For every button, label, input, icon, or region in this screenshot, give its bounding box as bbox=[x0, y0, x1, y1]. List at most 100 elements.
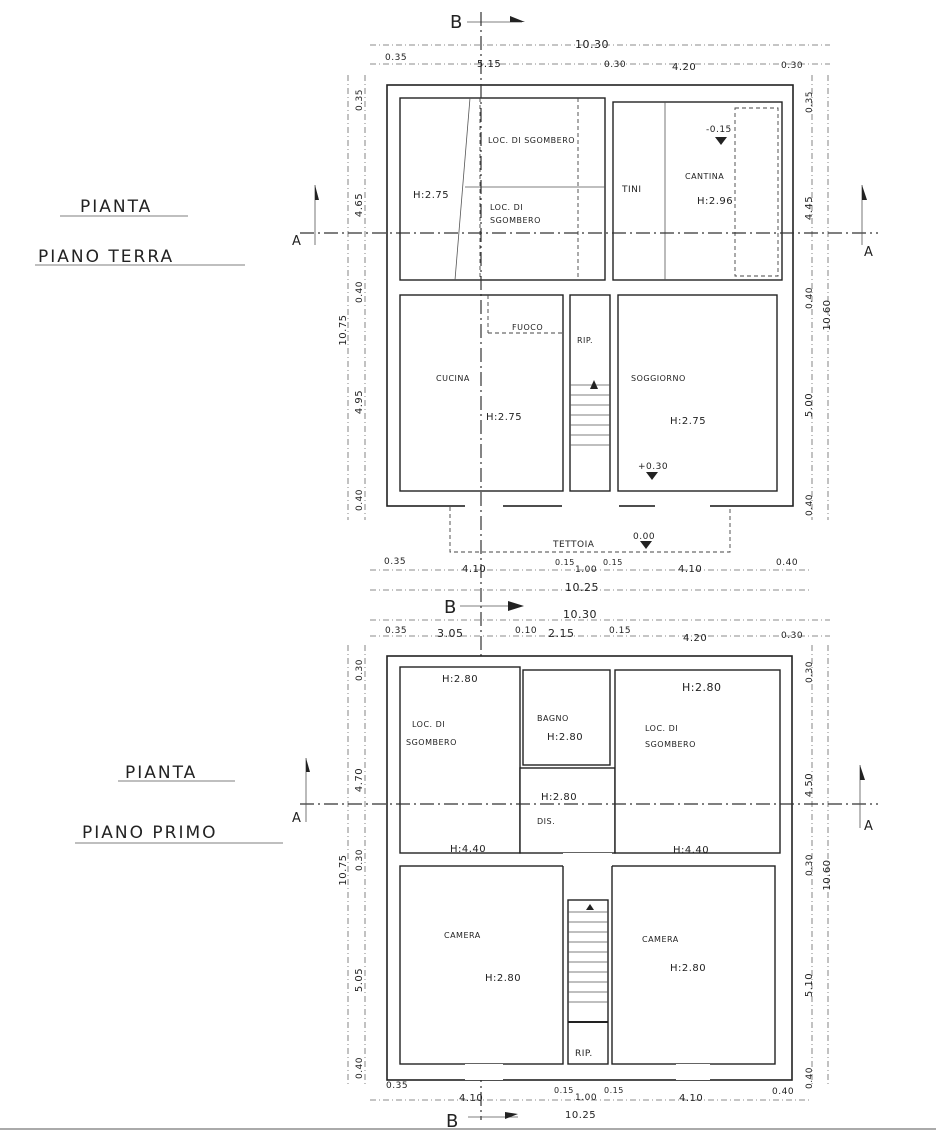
room-label: LOC. DI bbox=[490, 203, 523, 212]
dimension-label: 10.60 bbox=[822, 859, 833, 890]
level-marker-icon bbox=[646, 472, 658, 480]
level-label: +0.30 bbox=[638, 462, 668, 472]
section-a-label: A bbox=[864, 245, 873, 260]
dimension-label: 0.35 bbox=[385, 626, 407, 636]
room-label: LOC. DI bbox=[412, 720, 445, 729]
room-label: FUOCO bbox=[512, 323, 543, 332]
dimension-label: 0.30 bbox=[805, 661, 815, 683]
first-floor-plan bbox=[75, 619, 878, 1119]
room-soggiorno bbox=[617, 294, 778, 492]
room-loc-sgombero-right bbox=[614, 669, 781, 854]
stair-rip bbox=[569, 294, 611, 492]
dimension-label: 4.10 bbox=[459, 1093, 483, 1104]
room-label: CUCINA bbox=[436, 374, 470, 383]
room-label: BAGNO bbox=[537, 714, 569, 723]
dimension-label: 1.00 bbox=[575, 565, 597, 575]
dimension-label: 4.10 bbox=[679, 1093, 703, 1104]
corridor-opening bbox=[563, 853, 612, 866]
room-label: SGOMBERO bbox=[645, 740, 696, 749]
height-label: H:2.75 bbox=[413, 190, 449, 201]
section-arrow-icon bbox=[860, 765, 865, 780]
stair-opening bbox=[562, 493, 619, 507]
room-label: LOC. DI SGOMBERO bbox=[488, 136, 575, 145]
room-label: TETTOIA bbox=[552, 540, 595, 550]
dimension-label: 3.05 bbox=[437, 627, 464, 640]
room-label: CAMERA bbox=[444, 931, 481, 940]
dimension-label: 0.40 bbox=[805, 494, 815, 516]
room-cantina bbox=[612, 101, 783, 281]
section-arrow-icon bbox=[306, 758, 310, 772]
height-label: H:2.96 bbox=[697, 196, 733, 207]
dimension-label: 5.10 bbox=[804, 973, 815, 997]
dimension-label: 0.15 bbox=[555, 558, 575, 567]
window-opening bbox=[676, 1064, 710, 1080]
height-label: H:4.40 bbox=[450, 844, 486, 855]
dimension-label: 0.35 bbox=[385, 53, 407, 63]
level-marker-icon bbox=[640, 541, 652, 549]
section-b-label: B bbox=[450, 12, 463, 33]
cantina-recess bbox=[734, 107, 779, 277]
stair-treads bbox=[570, 384, 610, 446]
dimension-label: 4.70 bbox=[354, 768, 365, 792]
dimension-label: 0.10 bbox=[515, 626, 537, 636]
room-label: SGOMBERO bbox=[406, 738, 457, 747]
dimension-label: 10.25 bbox=[565, 1110, 596, 1121]
dimension-label: 5.05 bbox=[354, 968, 365, 992]
room-dis bbox=[519, 767, 616, 854]
dimension-label: 0.40 bbox=[772, 1087, 794, 1097]
plan-title: PIANTA bbox=[125, 763, 197, 783]
partition-diagonal bbox=[454, 97, 471, 281]
section-a-label: A bbox=[292, 811, 301, 826]
dimension-label: 0.35 bbox=[355, 89, 365, 111]
dimension-label: 0.35 bbox=[384, 557, 406, 567]
dimension-label: 10.30 bbox=[575, 38, 609, 51]
dimension-label: 0.30 bbox=[781, 631, 803, 641]
dimension-label: 4.65 bbox=[354, 193, 365, 217]
dimension-label: 0.30 bbox=[604, 60, 626, 70]
section-arrow-icon bbox=[315, 185, 319, 200]
dimension-label: 0.40 bbox=[355, 281, 365, 303]
dimension-label: 4.20 bbox=[672, 62, 696, 73]
dimension-label: 0.40 bbox=[805, 1067, 815, 1089]
dimension-label: 0.15 bbox=[603, 558, 623, 567]
stair-up-arrow-icon bbox=[590, 380, 598, 389]
stair-up-arrow-icon bbox=[586, 904, 594, 910]
dimension-label: 5.00 bbox=[804, 393, 815, 417]
dimension-label: 10.60 bbox=[822, 299, 833, 330]
dimension-label: 0.40 bbox=[355, 489, 365, 511]
height-label: H:2.80 bbox=[682, 681, 721, 694]
entrance-opening bbox=[655, 493, 710, 507]
dimension-label: 0.40 bbox=[805, 287, 815, 309]
dimension-label: 4.10 bbox=[678, 564, 702, 575]
room-bagno bbox=[522, 669, 611, 766]
dimension-label: 0.15 bbox=[554, 1086, 574, 1095]
height-label: H:2.80 bbox=[670, 963, 706, 974]
room-camera-left bbox=[399, 865, 564, 1065]
dimension-label: 10.75 bbox=[338, 854, 349, 885]
height-label: H:2.80 bbox=[547, 732, 583, 743]
dimension-label: 0.35 bbox=[805, 91, 815, 113]
section-arrow-icon bbox=[508, 601, 524, 611]
room-label: DIS. bbox=[537, 817, 555, 826]
tettoia-outline bbox=[449, 507, 731, 553]
dimension-label: 4.50 bbox=[804, 773, 815, 797]
height-label: H:2.75 bbox=[670, 416, 706, 427]
room-label: RIP. bbox=[577, 336, 593, 345]
section-b-label: B bbox=[444, 597, 457, 618]
window-opening bbox=[465, 1064, 503, 1080]
section-a-label: A bbox=[292, 234, 301, 249]
room-label: CAMERA bbox=[642, 935, 679, 944]
dimension-label: 4.10 bbox=[462, 564, 486, 575]
dimension-label: 0.40 bbox=[355, 1057, 365, 1079]
dimension-label: 10.25 bbox=[565, 581, 599, 594]
dimension-label: 4.45 bbox=[804, 196, 815, 220]
room-label: SGOMBERO bbox=[490, 216, 541, 225]
dimension-label: 4.95 bbox=[354, 390, 365, 414]
door-opening bbox=[465, 493, 503, 507]
section-arrow-icon bbox=[862, 185, 867, 200]
dimension-label: 0.30 bbox=[355, 659, 365, 681]
level-label: -0.15 bbox=[706, 125, 732, 135]
section-arrow-icon bbox=[505, 1112, 518, 1119]
section-b-label: B bbox=[446, 1111, 459, 1132]
